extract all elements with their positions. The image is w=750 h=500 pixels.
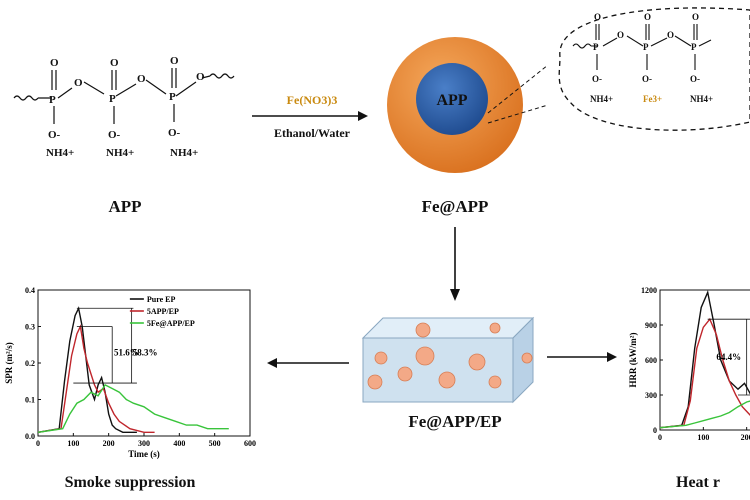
x-tick-label: 100 bbox=[67, 439, 79, 448]
bubble-p-3: P bbox=[691, 42, 697, 52]
series-line bbox=[37, 383, 229, 433]
x-axis-label: Time (s) bbox=[128, 449, 160, 459]
x-tick-label: 200 bbox=[103, 439, 115, 448]
series-line bbox=[659, 400, 750, 429]
zoom-bubble: P P P O O O O O O- O- O- NH4+ Fe3+ NH4+ bbox=[558, 7, 750, 131]
nh4-1: NH4+ bbox=[46, 147, 74, 159]
x-tick-label: 500 bbox=[209, 439, 221, 448]
series-line bbox=[37, 306, 137, 434]
reaction-arrow bbox=[252, 111, 368, 121]
heat-label: Heat r bbox=[676, 474, 720, 491]
bead bbox=[521, 352, 533, 364]
bead bbox=[438, 371, 456, 389]
o-atom-top-3: O bbox=[170, 55, 179, 67]
y-axis-label: SPR (m²/s) bbox=[4, 342, 14, 383]
annotation-label: 51.6% bbox=[114, 348, 139, 358]
core bbox=[416, 63, 488, 135]
bubble-p-2: P bbox=[643, 42, 649, 52]
y-tick-label: 0.0 bbox=[25, 432, 35, 441]
bead bbox=[415, 322, 431, 338]
bubble-o-top-2: O bbox=[644, 12, 651, 22]
bubble-o-top-1: O bbox=[594, 12, 601, 22]
bubble-o-minus-2: O- bbox=[642, 74, 652, 84]
bead bbox=[415, 346, 435, 366]
o-atom-top-2: O bbox=[110, 57, 119, 69]
p-atom-2: P bbox=[109, 93, 116, 105]
nh4-2: NH4+ bbox=[106, 147, 134, 159]
y-tick-label: 300 bbox=[645, 391, 657, 400]
x-tick-label: 600 bbox=[244, 439, 256, 448]
o-bridge-3: O bbox=[196, 71, 205, 83]
y-tick-label: 0.2 bbox=[25, 359, 35, 368]
bead bbox=[488, 375, 502, 389]
composite-block bbox=[361, 316, 535, 404]
down-arrow bbox=[450, 227, 460, 301]
bead bbox=[489, 322, 501, 334]
o-minus-3: O- bbox=[168, 127, 181, 139]
wavy-bond-left bbox=[13, 95, 39, 101]
legend-entry: 5APP/EP bbox=[147, 307, 179, 316]
bead bbox=[468, 353, 486, 371]
solvent-label: Ethanol/Water bbox=[273, 126, 350, 140]
o-atom-top-1: O bbox=[50, 57, 59, 69]
x-tick-label: 300 bbox=[138, 439, 150, 448]
o-bridge-1: O bbox=[74, 77, 83, 89]
bubble-p-1: P bbox=[593, 42, 599, 52]
bubble-o-top-3: O bbox=[692, 12, 699, 22]
annotation-label: 64.4% bbox=[716, 352, 741, 362]
bubble-fe3: Fe3+ bbox=[643, 94, 662, 104]
y-tick-label: 600 bbox=[645, 356, 657, 365]
fe-app-ep-label: Fe@APP/EP bbox=[408, 412, 502, 431]
smoke-label: Smoke suppression bbox=[64, 474, 196, 491]
x-tick-label: 0 bbox=[36, 439, 40, 448]
backbone bbox=[38, 75, 211, 99]
y-tick-label: 0 bbox=[653, 426, 657, 435]
right-arrow bbox=[547, 352, 617, 362]
bubble-o-minus-1: O- bbox=[592, 74, 602, 84]
fe-app-label: Fe@APP bbox=[421, 197, 489, 216]
bubble-o-bridge-2: O bbox=[667, 30, 674, 40]
wavy-bond-right bbox=[209, 73, 235, 79]
y-axis-label: HRR (kW/m²) bbox=[628, 333, 638, 388]
series-line bbox=[659, 289, 750, 429]
p-atom-1: P bbox=[49, 94, 56, 106]
o-minus-2: O- bbox=[108, 129, 121, 141]
bubble-o-minus-3: O- bbox=[690, 74, 700, 84]
x-tick-label: 200 bbox=[741, 433, 750, 442]
core-label: APP bbox=[436, 92, 467, 109]
x-tick-label: 0 bbox=[658, 433, 662, 442]
legend-entry: Pure EP bbox=[147, 295, 176, 304]
core-shell-particle: APP bbox=[387, 37, 549, 173]
y-tick-label: 0.3 bbox=[25, 323, 35, 332]
bead bbox=[397, 366, 413, 382]
annotation-label: 58.3% bbox=[133, 348, 158, 358]
series-line bbox=[37, 324, 155, 434]
y-tick-label: 0.1 bbox=[25, 396, 35, 405]
app-label: APP bbox=[108, 197, 142, 216]
o-minus-1: O- bbox=[48, 129, 61, 141]
bubble-o-bridge-1: O bbox=[617, 30, 624, 40]
x-tick-label: 400 bbox=[173, 439, 185, 448]
nh4-3: NH4+ bbox=[170, 147, 198, 159]
bubble-nh4-2: NH4+ bbox=[690, 94, 713, 104]
bead bbox=[374, 351, 388, 365]
legend-entry: 5Fe@APP/EP bbox=[147, 319, 195, 328]
x-tick-label: 100 bbox=[697, 433, 709, 442]
y-tick-label: 900 bbox=[645, 321, 657, 330]
y-tick-label: 1200 bbox=[641, 286, 657, 295]
o-bridge-2: O bbox=[137, 73, 146, 85]
reagent-label: Fe(NO3)3 bbox=[286, 93, 338, 107]
wavy-bond-bubble bbox=[572, 43, 592, 49]
left-arrow bbox=[267, 358, 349, 368]
bubble-nh4-1: NH4+ bbox=[590, 94, 613, 104]
y-tick-label: 0.4 bbox=[25, 286, 35, 295]
p-atom-3: P bbox=[169, 91, 176, 103]
series-line bbox=[659, 317, 750, 429]
app-structure: P P P O O O O O O O- O- O- NH4+ NH4+ NH4… bbox=[13, 55, 235, 159]
bead bbox=[367, 374, 383, 390]
